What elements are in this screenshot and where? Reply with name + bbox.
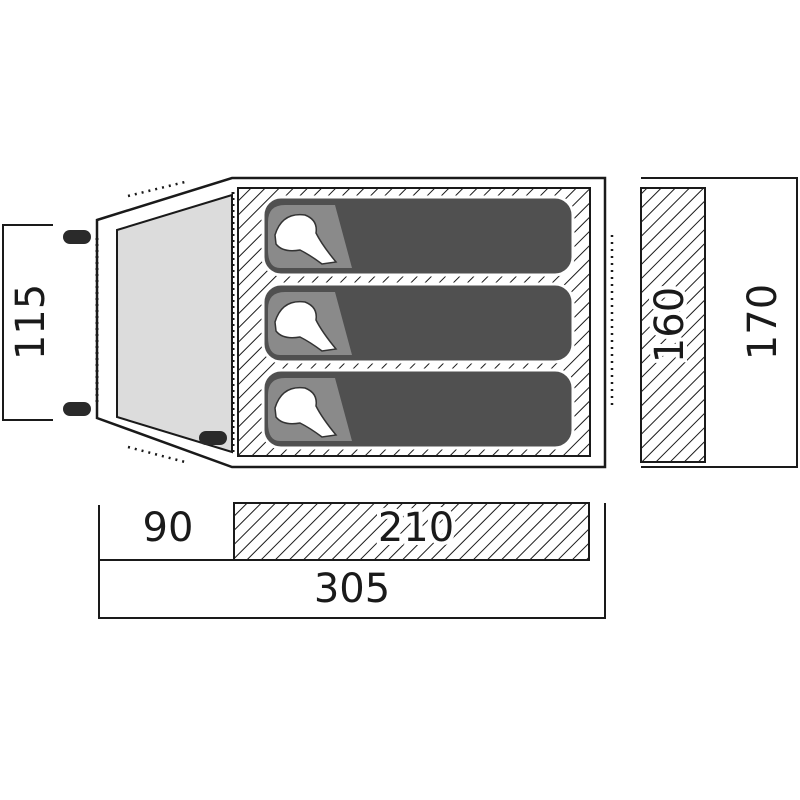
guy-line-dots [127, 180, 614, 464]
sleeping-bag-icon [261, 195, 575, 277]
peg-icon [63, 230, 91, 244]
dimension-170: 170 [641, 177, 798, 468]
dimension-90: 90 [98, 505, 234, 561]
sleeping-bag-icon [261, 368, 575, 450]
dimension-label-210: 210 [378, 505, 454, 551]
vestibule-area [95, 192, 235, 455]
dimension-label-90: 90 [143, 505, 194, 551]
dimension-label-305: 305 [314, 566, 390, 612]
dimension-115: 115 [2, 224, 54, 421]
dimension-label-170: 170 [740, 284, 786, 360]
pole-pegs [63, 230, 227, 445]
peg-icon [199, 431, 227, 445]
dimension-160: 160 [640, 187, 706, 463]
dimension-label-160: 160 [647, 287, 693, 363]
sleeping-bags [261, 195, 575, 450]
sleeping-bag-icon [261, 282, 575, 364]
dimension-210: 210 [233, 501, 590, 561]
peg-icon [63, 402, 91, 416]
dimension-label-115: 115 [8, 284, 54, 360]
dimension-305: 305 [98, 503, 606, 619]
